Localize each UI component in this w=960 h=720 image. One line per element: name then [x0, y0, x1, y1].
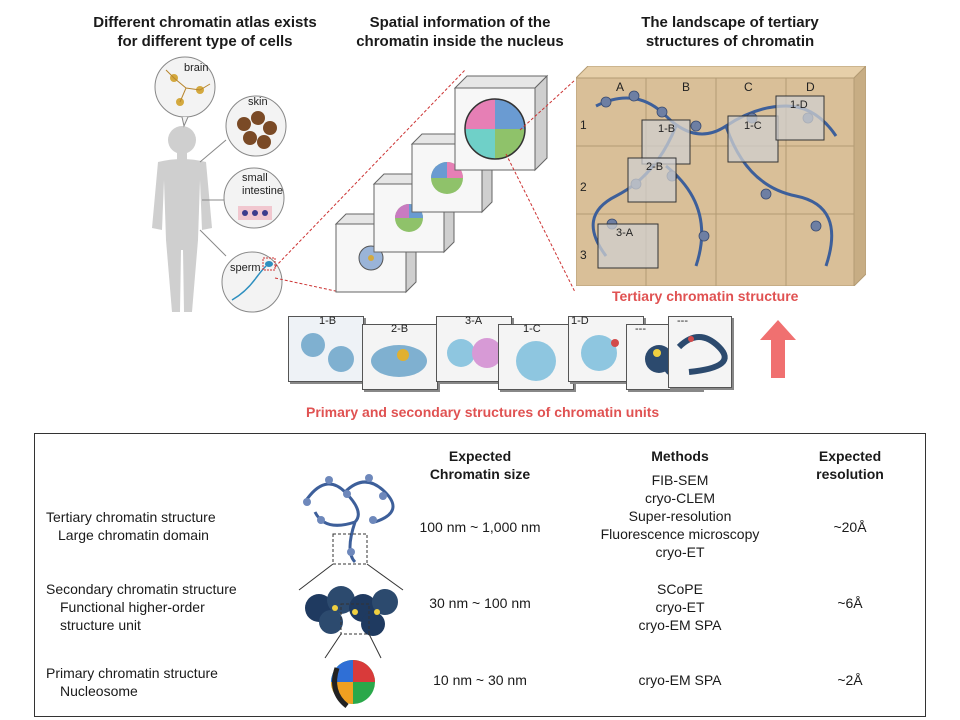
unit-card-extra-2-label: ---	[677, 315, 688, 327]
row-tertiary-resolution: ~20Å	[833, 519, 867, 535]
table-header-methods: Methods	[651, 448, 709, 464]
header-cell-atlas: Different chromatin atlas exists for dif…	[70, 13, 340, 51]
unit-card-extra-1-label: ---	[635, 323, 646, 335]
label-brain: brain	[184, 62, 209, 74]
row-tertiary-method-1: FIB-SEM	[651, 472, 709, 488]
landscape-box-1d: 1-D	[790, 99, 808, 111]
label-sperm: sperm	[230, 262, 261, 274]
unit-card-3a-label: 3-A	[465, 315, 483, 327]
label-small-intestine-line1: small	[242, 172, 268, 184]
row-secondary-name-line3: structure unit	[60, 617, 141, 633]
row-secondary-name-line2: Functional higher-order	[60, 599, 205, 615]
header-landscape: The landscape of tertiary structures of …	[600, 13, 860, 51]
row-tertiary-name: Tertiary chromatin structure Large chrom…	[46, 508, 216, 544]
unit-card-1d-image	[581, 335, 619, 371]
unit-card-2b-label: 2-B	[391, 323, 409, 335]
table-header-size-line1: Expected	[448, 448, 512, 464]
landscape-box-3a: 3-A	[616, 227, 634, 239]
row-primary-name-line2: Nucleosome	[60, 683, 138, 699]
unit-card-2b: 2-B	[362, 323, 438, 390]
row-primary-resolution: ~2Å	[837, 672, 863, 688]
landscape-col-a: A	[616, 80, 625, 94]
row-secondary-resolution: ~6Å	[837, 595, 863, 611]
row-tertiary-method-5: cryo-ET	[655, 544, 705, 560]
landscape-col-d: D	[806, 80, 815, 94]
header-spatial-line1: Spatial information of the	[369, 14, 551, 31]
table-header-resolution-line2: resolution	[816, 466, 884, 482]
header-landscape-line1: The landscape of tertiary	[641, 14, 819, 31]
landscape-box-2b: 2-B	[646, 161, 664, 173]
row-primary-size: 10 nm ~ 30 nm	[433, 672, 527, 688]
header-spatial-line2: chromatin inside the nucleus	[356, 33, 564, 50]
unit-card-1c-label: 1-C	[523, 323, 541, 335]
tertiary-fiber-icon	[303, 474, 395, 565]
row-secondary-name-line1: Secondary chromatin structure	[46, 581, 237, 597]
table-header-resolution-line1: Expected	[818, 448, 882, 464]
row-secondary-method-3: cryo-EM SPA	[638, 617, 722, 633]
tertiary-landscape	[576, 66, 866, 286]
nucleus-zoom-cubes	[274, 69, 576, 294]
nucleus-cube-3	[410, 132, 494, 214]
landscape-box-1b: 1-B	[658, 123, 676, 135]
unit-card-1c: 1-C	[498, 323, 574, 390]
human-cell-panel	[152, 56, 287, 313]
row-tertiary-method-4: Fluorescence microscopy	[600, 526, 760, 542]
chromatin-fiber	[591, 96, 838, 267]
row-primary-methods: cryo-EM SPA	[580, 671, 780, 689]
unit-card-1b-label: 1-B	[319, 315, 337, 327]
landscape-col-c: C	[744, 80, 753, 94]
row-primary-name: Primary chromatin structure Nucleosome	[46, 664, 218, 700]
header-cell-atlas-line1: Different chromatin atlas exists	[93, 14, 317, 31]
row-tertiary-methods: FIB-SEM cryo-CLEM Super-resolution Fluor…	[580, 471, 780, 561]
row-tertiary-method-2: cryo-CLEM	[644, 490, 715, 506]
header-spatial-info: Spatial information of the chromatin ins…	[330, 13, 590, 51]
row-tertiary-size: 100 nm ~ 1,000 nm	[419, 519, 541, 535]
header-landscape-line2: structures of chromatin	[645, 33, 815, 50]
row-primary-method-1: cryo-EM SPA	[638, 672, 722, 688]
landscape-row-2: 2	[580, 180, 587, 194]
table-header-size: Expected Chromatin size	[405, 447, 555, 483]
row-tertiary-name-line2: Large chromatin domain	[58, 527, 209, 543]
nucleosome-icon	[331, 660, 375, 708]
unit-card-extra-2: ---	[668, 315, 732, 388]
row-tertiary-name-line1: Tertiary chromatin structure	[46, 509, 216, 525]
small-intestine-bubble	[223, 167, 285, 229]
landscape-box-1c: 1-C	[744, 120, 762, 132]
unit-card-1b-image	[301, 333, 354, 372]
unit-card-2b-image	[371, 345, 427, 377]
unit-card-extra-2-image	[676, 334, 728, 375]
skin-bubble	[225, 95, 287, 157]
brain-bubble	[154, 56, 216, 128]
landscape-row-3: 3	[580, 248, 587, 262]
sperm-bubble	[221, 251, 283, 313]
row-secondary-name: Secondary chromatin structure Functional…	[46, 580, 237, 634]
label-small-intestine-line2: intestine	[242, 185, 283, 197]
table-header-resolution: Expected resolution	[790, 447, 910, 483]
nucleus-cube-4	[453, 74, 576, 293]
landscape-col-b: B	[682, 80, 691, 94]
unit-card-1b: 1-B	[288, 315, 364, 382]
secondary-unit-icon	[305, 586, 398, 636]
human-silhouette-icon	[152, 126, 212, 312]
tertiary-caption: Tertiary chromatin structure	[612, 288, 799, 304]
row-secondary-methods: SCoPE cryo-ET cryo-EM SPA	[580, 580, 780, 634]
row-illustrations	[298, 474, 404, 708]
table-header-size-line2: Chromatin size	[429, 466, 531, 482]
label-skin: skin	[248, 96, 268, 108]
row-tertiary-method-3: Super-resolution	[628, 508, 732, 524]
row-secondary-method-1: SCoPE	[657, 581, 703, 597]
unit-card-3a-image	[447, 338, 502, 368]
unit-card-1d-label: 1-D	[571, 315, 589, 327]
row-primary-name-line1: Primary chromatin structure	[46, 665, 218, 681]
landscape-row-1: 1	[580, 118, 587, 132]
units-caption: Primary and secondary structures of chro…	[306, 404, 660, 420]
unit-card-1c-image	[516, 341, 556, 381]
row-secondary-method-2: cryo-ET	[655, 599, 705, 615]
structure-table	[34, 433, 926, 717]
row-secondary-size: 30 nm ~ 100 nm	[429, 595, 531, 611]
up-arrow-icon	[760, 320, 796, 378]
label-small-intestine: small intestine	[242, 172, 283, 198]
header-cell-atlas-line2: for different type of cells	[117, 33, 293, 50]
